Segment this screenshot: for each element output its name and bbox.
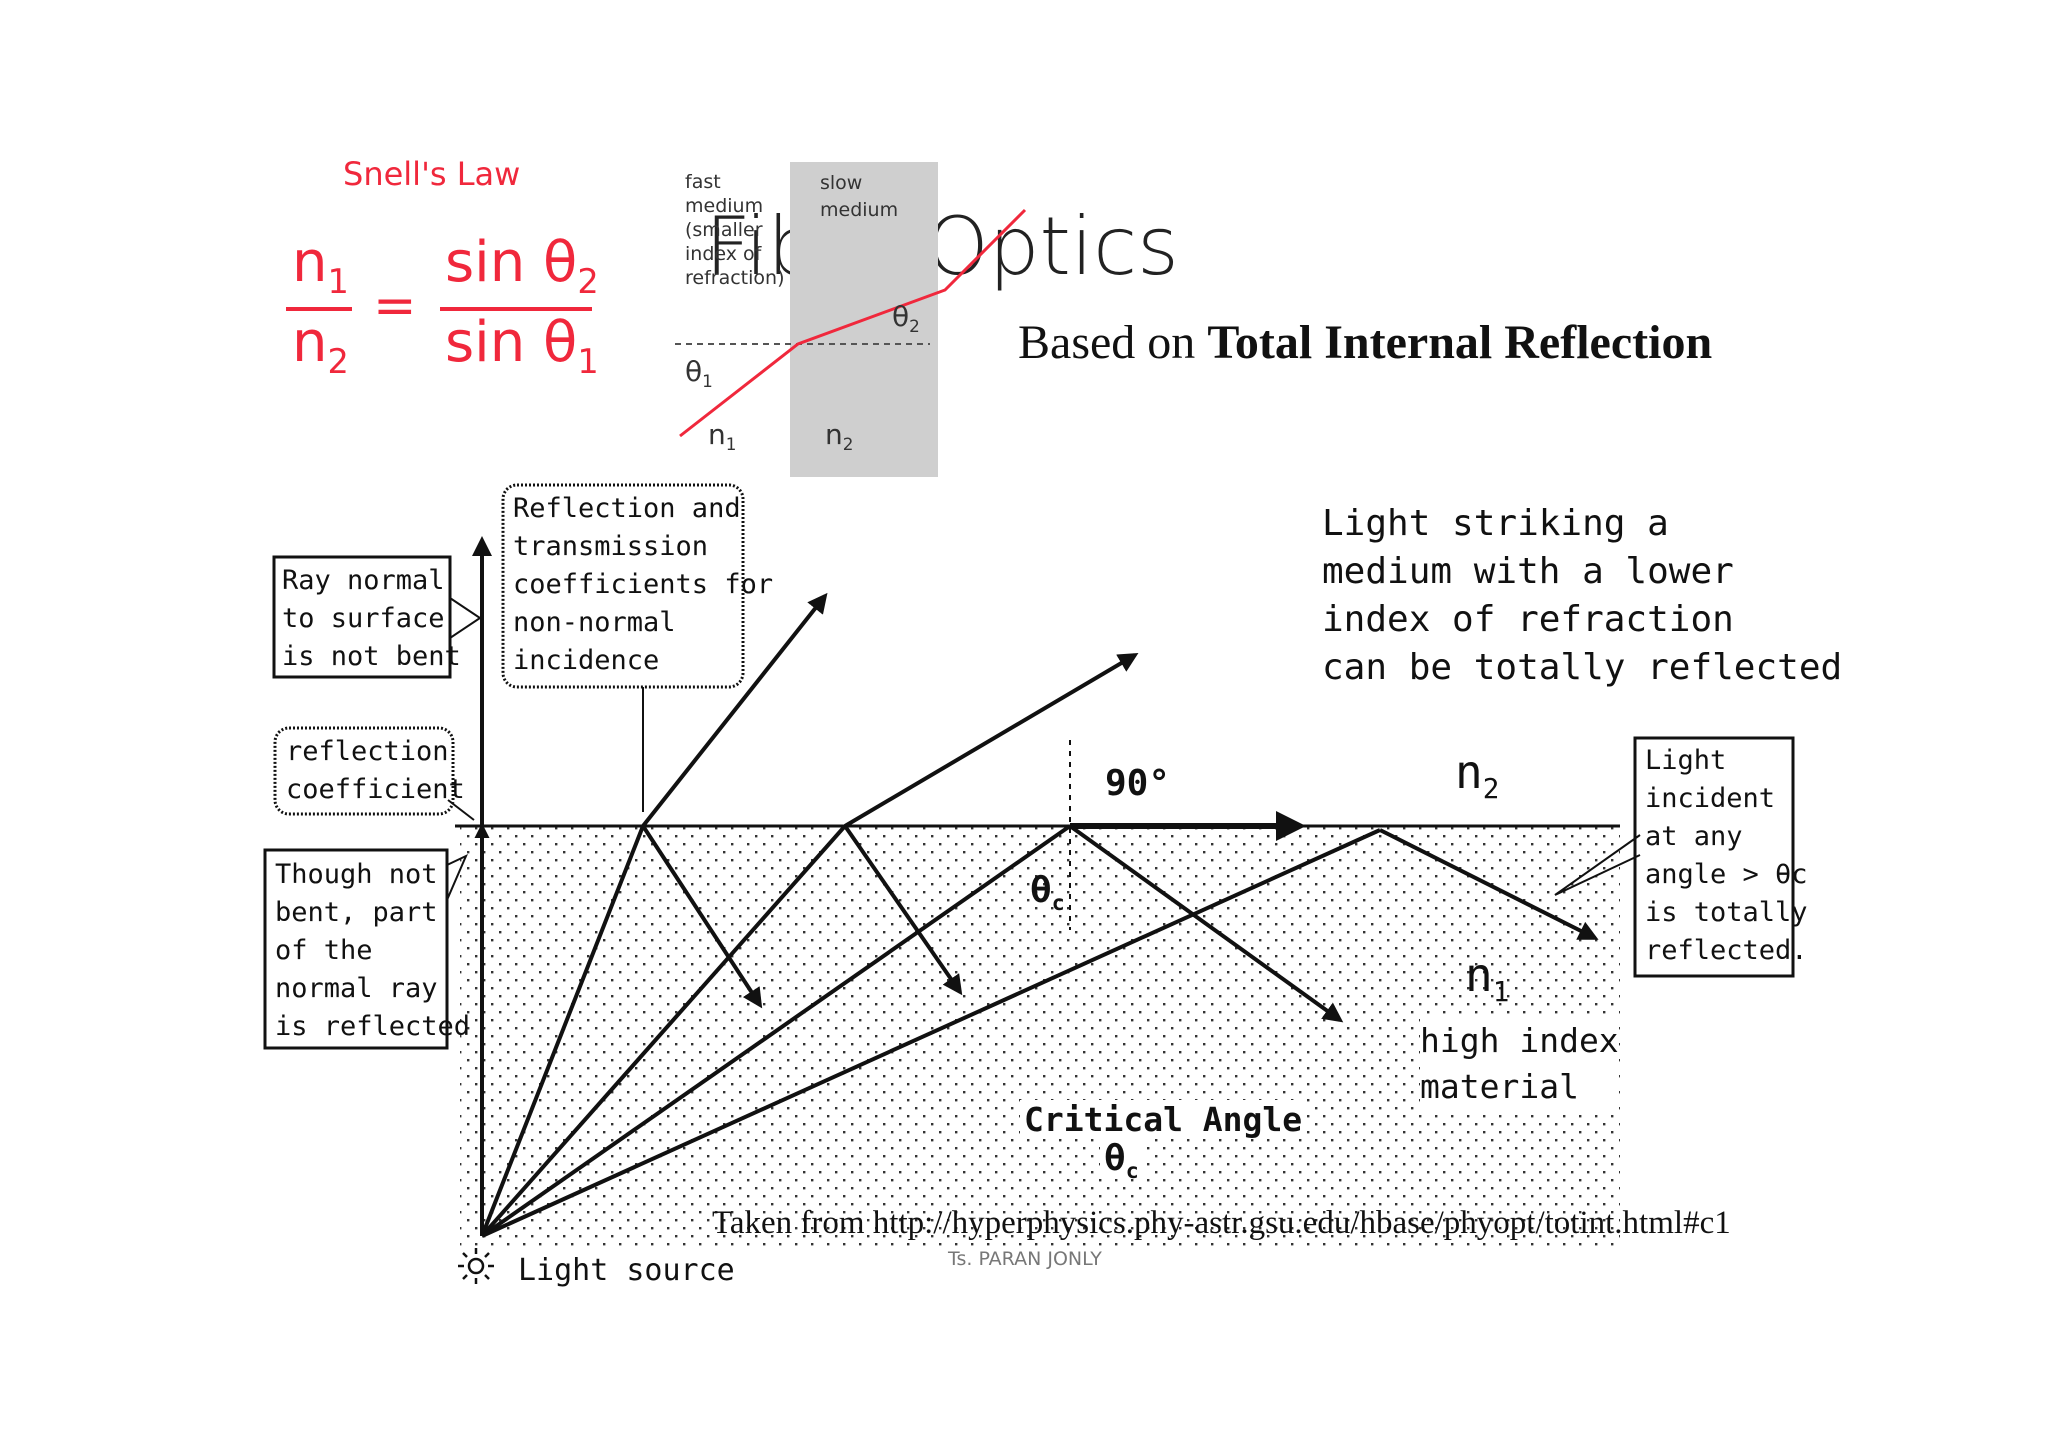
refracted-ray	[679, 208, 1027, 438]
ray-3-incident	[480, 824, 1072, 1238]
critical-angle-label: Critical Angle	[1020, 1100, 1307, 1139]
callout-box-light-incident	[1633, 736, 1795, 978]
light-striking-note: Light striking a medium with a lower ind…	[1322, 503, 1843, 688]
slide-title: Fiber Optics	[705, 200, 1179, 293]
snell-equals: =	[373, 276, 417, 336]
light-source-label: Light source	[518, 1253, 735, 1288]
fast-medium-label: fast medium (smaller index of refraction…	[685, 171, 785, 289]
ray-4-incident	[481, 828, 1381, 1238]
callout-pointer-light-incident	[1554, 834, 1641, 896]
ray-2-transmitted	[843, 652, 1139, 828]
callout-though-not-bent: Though not bent, part of the normal ray …	[275, 859, 471, 1042]
inset-theta1: θ1	[685, 355, 713, 391]
callout-box-reflection-coefficient	[273, 726, 455, 816]
ninety-degree-label: 90°	[1105, 763, 1171, 804]
callout-box-ray-normal	[272, 555, 452, 679]
slow-medium-label: slow medium	[820, 172, 899, 221]
inset-n1: n1	[708, 418, 737, 454]
snells-law-heading: Snell's Law	[343, 155, 521, 193]
ray-4-reflected	[1379, 828, 1599, 940]
source-note: Taken from http://hyperphysics.phy-astr.…	[712, 1205, 1731, 1241]
ray-2-reflected	[843, 824, 963, 996]
snell-fraction-bar-right	[440, 307, 592, 311]
ray-2-incident	[480, 824, 847, 1238]
callout-reflection-coefficient: reflection coefficient	[286, 736, 465, 805]
callout-coefficients: Reflection and transmission coefficients…	[513, 493, 774, 676]
callout-box-though-not-bent	[263, 848, 449, 1050]
callout-pointer-reflection-coefficient	[447, 799, 475, 821]
callout-pointer-though-not-bent	[446, 853, 468, 901]
snell-sin-theta1: sin θ1	[445, 310, 599, 381]
theta-c-label: θc	[1030, 870, 1065, 916]
subtitle-prefix: Based on	[1018, 316, 1208, 369]
ray-1-transmitted	[641, 592, 828, 828]
light-source-icon	[458, 1248, 494, 1284]
callout-box-coefficients	[501, 483, 745, 689]
snell-n1: n1	[292, 230, 349, 301]
ray-3-reflected	[1068, 824, 1344, 1023]
snell-fraction-bar-left	[286, 307, 352, 311]
subtitle-bold: Total Internal Reflection	[1207, 316, 1713, 369]
snell-sin-theta2: sin θ2	[445, 230, 599, 301]
callout-light-incident: Light incident at any angle > θc is tota…	[1645, 745, 1808, 966]
inset-n2: n2	[825, 418, 854, 454]
snell-n2: n2	[292, 310, 349, 381]
n2-label: n2	[1455, 745, 1500, 805]
subtitle: Based on Total Internal Reflection	[1018, 315, 1712, 370]
high-index-label: high index material	[1420, 1018, 1619, 1110]
callout-ray-normal: Ray normal to surface is not bent	[282, 565, 461, 672]
footer-author: Ts. PARAN JONLY	[948, 1248, 1102, 1270]
inset-theta2: θ2	[892, 300, 920, 336]
callout-pointer-ray-normal	[449, 597, 482, 639]
n1-label: n1	[1465, 948, 1510, 1008]
critical-angle-theta-c: θc	[1100, 1138, 1143, 1184]
ray-1-reflected	[641, 824, 763, 1009]
ray-1-incident	[480, 825, 645, 1237]
